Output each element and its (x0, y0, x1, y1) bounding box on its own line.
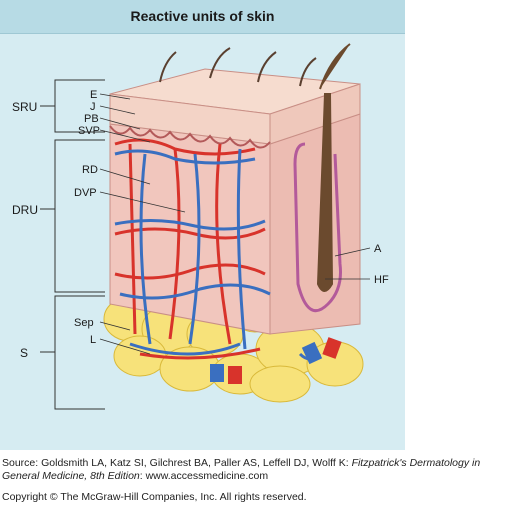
skin-diagram: SRU DRU S E J PB SVP RD DVP Sep L A HF (12, 43, 389, 410)
source-citation: Source: Goldsmith LA, Katz SI, Gilchrest… (2, 457, 502, 483)
label-s: S (20, 346, 28, 360)
title-bar: Reactive units of skin (0, 0, 405, 34)
veins (114, 148, 322, 361)
source-suffix: : www.accessmedicine.com (139, 470, 269, 482)
label-rd: RD (82, 164, 98, 176)
figure-panel: Reactive units of skin (0, 0, 405, 450)
papillary-border (109, 125, 271, 149)
leader-lines (99, 93, 371, 355)
label-sep: Sep (74, 317, 94, 329)
figure-title: Reactive units of skin (130, 8, 275, 24)
label-pb: PB (84, 113, 99, 125)
label-sru: SRU (12, 100, 37, 114)
hair-follicle (316, 43, 351, 292)
label-dvp: DVP (74, 187, 97, 199)
vessel-end-vein (301, 341, 323, 365)
label-dru: DRU (12, 203, 38, 217)
label-hf: HF (374, 274, 389, 286)
source-prefix: Source: Goldsmith LA, Katz SI, Gilchrest… (2, 457, 352, 469)
region-brackets (40, 79, 105, 410)
hairs (159, 47, 317, 87)
label-svp: SVP (78, 125, 100, 137)
vessel-end-vein-2 (210, 364, 224, 382)
vessel-end-artery-2 (228, 366, 242, 384)
source-book: Fitzpatrick's Dermatology in General Med… (2, 457, 481, 482)
arteries (114, 138, 266, 360)
follicle-sheath (293, 142, 342, 313)
label-l: L (90, 334, 96, 346)
dermis-side (269, 113, 361, 335)
copyright-notice: Copyright © The McGraw-Hill Companies, I… (2, 491, 307, 503)
label-e: E (90, 89, 97, 101)
label-j: J (90, 101, 96, 113)
vessel-end-artery (322, 337, 342, 359)
label-a: A (374, 243, 382, 255)
